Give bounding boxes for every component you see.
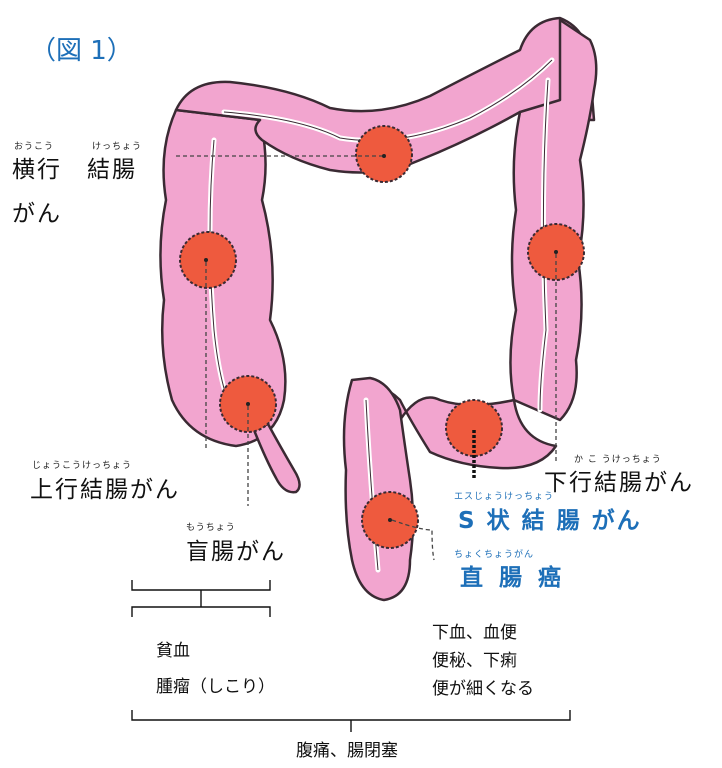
symptom-narrow-stool: 便が細くなる bbox=[432, 676, 534, 702]
symptom-bowel-habit: 便秘、下痢 bbox=[432, 648, 517, 674]
sigmoid-label: S 状 結 腸 がん bbox=[458, 501, 642, 535]
rectum-label: 直 腸 癌 bbox=[460, 558, 565, 592]
cecum-label: 盲腸がん bbox=[186, 532, 286, 566]
symptom-bleeding: 下血、血便 bbox=[432, 620, 517, 646]
ascending-label: 上行結腸がん bbox=[30, 470, 180, 504]
symptom-common: 腹痛、腸閉塞 bbox=[296, 738, 398, 764]
symptom-anemia: 貧血 bbox=[156, 638, 190, 664]
symptom-mass: 腫瘤（しこり） bbox=[156, 674, 275, 700]
appendix bbox=[254, 424, 300, 492]
transverse-label: 横行 結腸 bbox=[12, 150, 137, 184]
transverse-label-line2: がん bbox=[12, 194, 62, 228]
figure-label: （図 1） bbox=[30, 30, 133, 67]
descending-label: 下行結腸がん bbox=[544, 463, 694, 497]
